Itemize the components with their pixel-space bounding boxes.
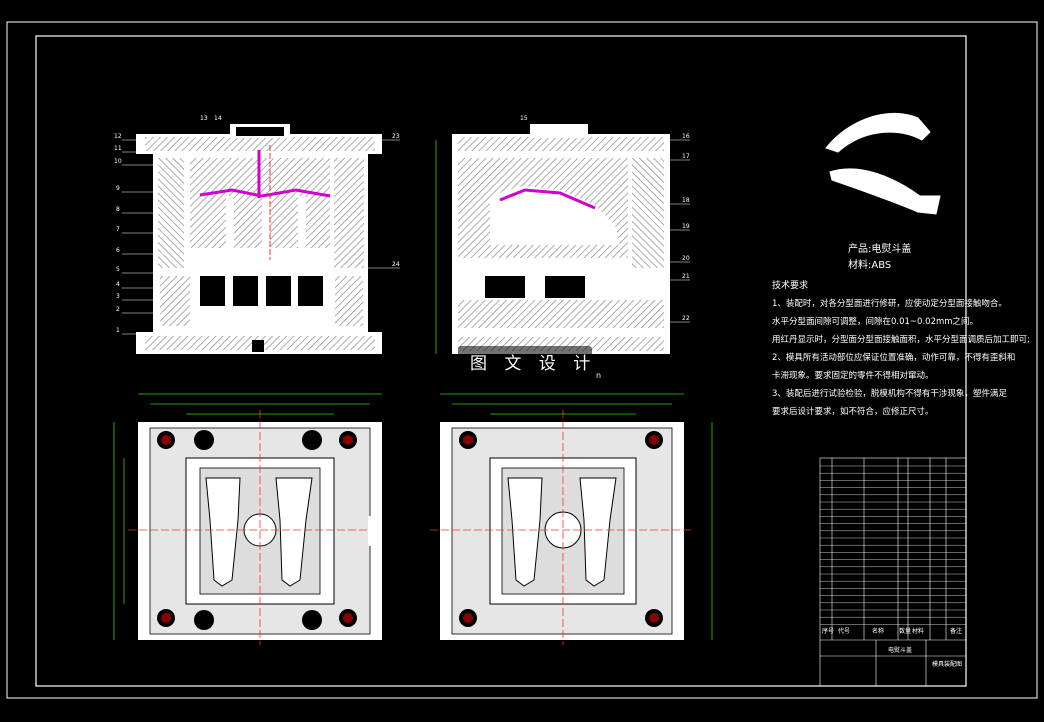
watermark: 图 文 设 计 n	[458, 346, 601, 380]
sheet-border-inner	[35, 35, 967, 687]
part-num: 23	[392, 133, 400, 140]
part-num: 7	[116, 226, 120, 233]
title-product-cell: 电熨斗盖	[888, 646, 912, 654]
watermark-suffix: n	[596, 371, 601, 380]
part-num: 1	[116, 327, 120, 334]
part-num: 9	[116, 185, 120, 192]
part-num: 3	[116, 293, 120, 300]
tech-line: 用红丹显示时，分型面分型面接触面积，水平分型面调质后加工即可;	[772, 334, 1030, 345]
part-num: 24	[392, 261, 400, 268]
title-drawing-cell: 模具装配图	[932, 660, 962, 668]
section-view-right	[435, 124, 670, 354]
tech-requirements: 技术要求 1、装配时，对各分型面进行修研，应使动定分型面接触吻合。 水平分型面间…	[772, 279, 1030, 417]
plan-view-right	[430, 410, 692, 645]
product-material: 材料:ABS	[848, 258, 891, 271]
tech-line: 卡滞现象。要求固定的零件不得相对窜动。	[772, 370, 934, 381]
section-view-left	[136, 124, 382, 354]
part-num: 22	[682, 315, 690, 322]
part-num: 19	[682, 223, 690, 230]
part-num: 20	[682, 255, 690, 262]
hdr-cell: 序号	[822, 627, 834, 635]
title-block-headers: 序号 代号 名称 数量 材料 备注	[822, 627, 962, 635]
part-num: 10	[114, 158, 122, 165]
tech-line: 3、装配后进行试验检验，脱模机构不得有干涉现象，塑件满足	[772, 388, 1007, 399]
part-callouts-left	[122, 139, 690, 335]
tech-title: 技术要求	[772, 279, 808, 291]
dimension-lines	[113, 393, 713, 640]
tech-line: 水平分型面间隙可调整，间隙在0.01~0.02mm之间。	[772, 316, 978, 327]
watermark-text: 图 文 设 计	[470, 354, 596, 374]
product-sketch	[825, 112, 941, 215]
part-num: 4	[116, 281, 120, 288]
tech-line: 要求后设计要求，如不符合，应修正尺寸。	[772, 406, 934, 417]
tech-line: 2、模具所有活动部位应保证位置准确，动作可靠，不得有歪斜和	[772, 352, 1015, 363]
part-num: 2	[116, 306, 120, 313]
plan-view-left	[128, 410, 382, 645]
part-num: 17	[682, 153, 690, 160]
part-num: 14	[214, 115, 222, 122]
tech-line: 1、装配时，对各分型面进行修研，应使动定分型面接触吻合。	[772, 298, 1007, 309]
title-block	[820, 639, 966, 686]
hdr-cell: 代号	[838, 627, 850, 635]
hdr-cell: 数量	[899, 627, 911, 635]
part-num: 16	[682, 133, 690, 140]
part-num: 13	[200, 115, 208, 122]
parts-list-rows	[820, 465, 966, 625]
part-num: 6	[116, 247, 120, 254]
sheet-border-outer	[6, 21, 1038, 699]
part-num: 5	[116, 266, 120, 273]
part-num: 21	[682, 273, 690, 280]
part-num: 18	[682, 197, 690, 204]
hdr-cell: 名称	[872, 627, 884, 635]
hdr-cell: 材料	[912, 627, 924, 635]
part-number-labels: 12 11 10 9 8 7 6 5 4 3 2 1 13 14 23 24 1…	[114, 115, 690, 334]
part-num: 15	[520, 115, 528, 122]
parts-list-table	[819, 457, 967, 687]
part-num: 12	[114, 133, 122, 140]
hdr-cell: 备注	[950, 627, 962, 635]
part-num: 8	[116, 206, 120, 213]
product-name: 产品:电熨斗盖	[848, 242, 911, 255]
part-num: 11	[114, 145, 122, 152]
